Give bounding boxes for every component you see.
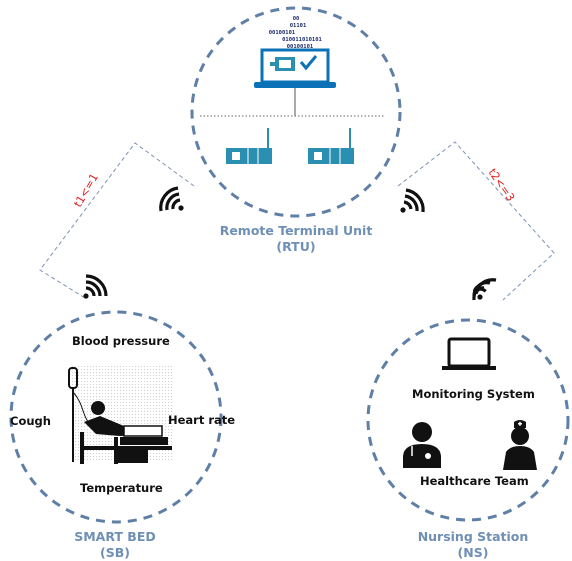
smart-bed-label-name: SMART BED bbox=[74, 529, 156, 544]
checkmark-icon bbox=[299, 55, 318, 71]
left-timing-label: t1<=1 bbox=[71, 171, 101, 209]
patient-bed-icon bbox=[80, 401, 172, 464]
vital-blood-pressure: Blood pressure bbox=[72, 334, 170, 348]
sensor-device-icon bbox=[308, 128, 354, 164]
sensor-device-icon bbox=[226, 128, 272, 164]
vital-heart-rate: Heart rate bbox=[168, 413, 236, 427]
wifi-signal-icon bbox=[159, 186, 184, 212]
binary-line-3: 00100101 bbox=[269, 30, 296, 36]
monitor-icon bbox=[442, 337, 496, 370]
smart-bed-circle bbox=[9, 310, 223, 524]
right-timing-label: t2<=3 bbox=[486, 166, 518, 204]
nursing-station-circle bbox=[366, 318, 570, 522]
rtu-circle bbox=[190, 6, 402, 218]
computer-monitor-icon bbox=[254, 48, 336, 88]
binary-line-2: 01101 bbox=[290, 23, 307, 29]
nursing-station-label-abbr: (NS) bbox=[457, 545, 489, 560]
wifi-signal-icon bbox=[400, 188, 425, 213]
smart-bed-label-abbr: (SB) bbox=[100, 545, 130, 560]
binary-line-5: 00100101 bbox=[287, 44, 314, 50]
nurse-icon bbox=[503, 420, 537, 470]
binary-line-4: 010011010101 bbox=[282, 37, 322, 43]
wifi-signal-icon bbox=[83, 274, 108, 299]
right-link-line bbox=[397, 141, 555, 301]
rtu-label-abbr: (RTU) bbox=[276, 239, 316, 254]
rtu-label: Remote Terminal Unit (RTU) bbox=[196, 223, 396, 255]
healthcare-team-label: Healthcare Team bbox=[420, 474, 529, 488]
rtu-label-name: Remote Terminal Unit bbox=[219, 223, 373, 238]
binary-line-1: 00 bbox=[293, 16, 300, 22]
nursing-station-label: Nursing Station (NS) bbox=[398, 529, 548, 561]
monitoring-system-label: Monitoring System bbox=[412, 387, 535, 401]
doctor-icon bbox=[403, 422, 441, 468]
vital-cough: Cough bbox=[10, 414, 51, 428]
smart-bed-label: SMART BED (SB) bbox=[40, 529, 190, 561]
vital-temperature: Temperature bbox=[80, 481, 163, 495]
nursing-station-label-name: Nursing Station bbox=[417, 529, 529, 544]
wifi-signal-icon bbox=[472, 278, 497, 301]
left-link-line bbox=[39, 142, 195, 299]
